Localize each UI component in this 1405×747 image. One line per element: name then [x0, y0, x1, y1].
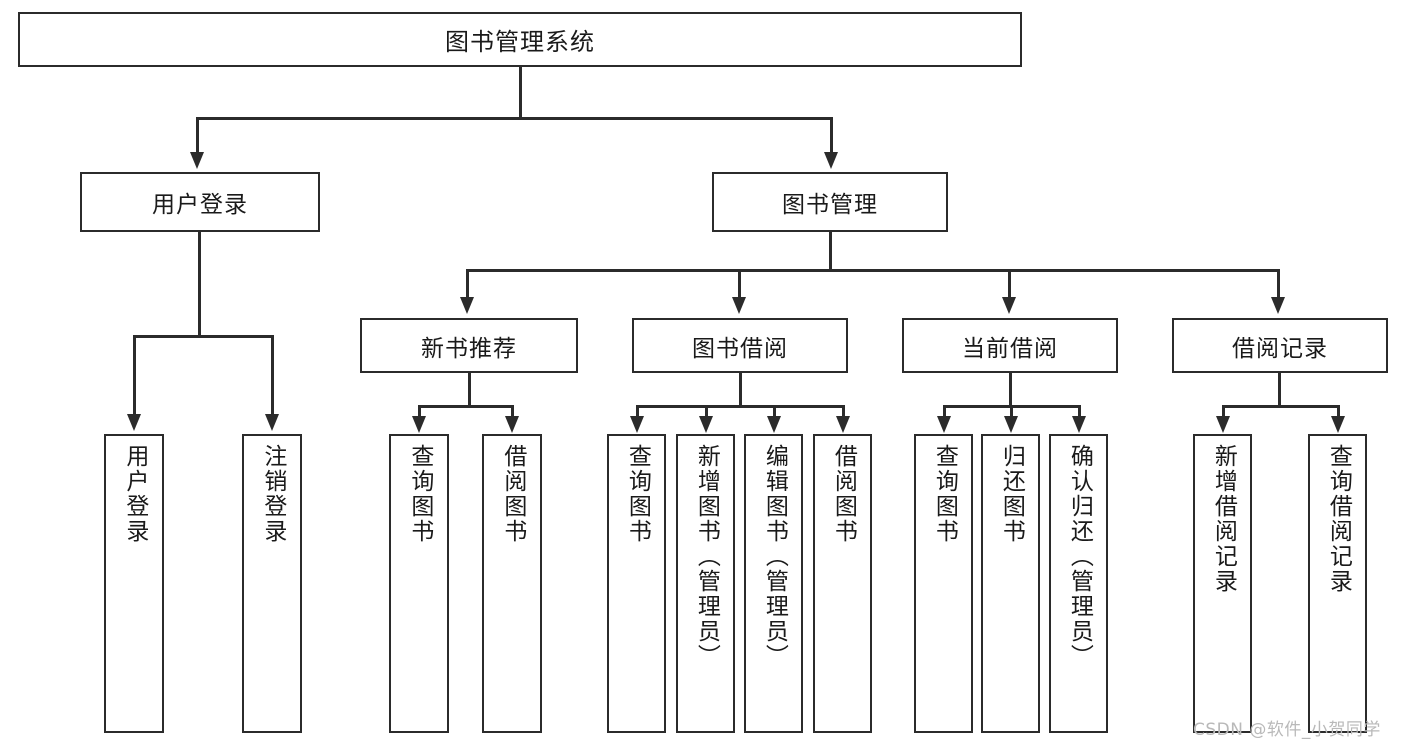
- connector-book-borrow-child-4: [842, 405, 845, 420]
- watermark: CSDN @软件_小贺同学: [1193, 720, 1381, 740]
- connector-book-borrow-stem: [739, 373, 742, 408]
- connector-to-book-borrow: [738, 269, 741, 301]
- node-label: 图书管理: [782, 192, 878, 218]
- arrowhead-leaf-add-record: [1216, 416, 1230, 433]
- connector-new-book-bus: [418, 405, 514, 408]
- connector-new-book-child-2: [511, 405, 514, 420]
- node-borrow-records[interactable]: 借阅记录: [1172, 318, 1388, 373]
- arrowhead-leaf-confirm-return: [1072, 416, 1086, 433]
- arrowhead-leaf-return-book: [1004, 416, 1018, 433]
- arrowhead-new-book-recommend: [460, 297, 474, 314]
- connector-to-user-login: [196, 117, 199, 155]
- connector-user-login-child-2: [271, 335, 274, 418]
- leaf-label: 查询图书: [624, 444, 651, 544]
- leaf-label: 查询借阅记录: [1325, 444, 1352, 594]
- leaf-borrow-book-new[interactable]: 借阅图书: [482, 434, 542, 733]
- node-book-management-system[interactable]: 图书管理系统: [18, 12, 1022, 67]
- leaf-user-login[interactable]: 用户登录: [104, 434, 164, 733]
- leaf-label: 新增借阅记录: [1210, 444, 1237, 594]
- arrowhead-leaf-logout: [265, 414, 279, 431]
- arrowhead-leaf-query-book-3: [937, 416, 951, 433]
- node-label: 图书管理系统: [445, 28, 595, 56]
- leaf-add-book-admin[interactable]: 新增图书（管理员）: [676, 434, 735, 733]
- node-book-borrow[interactable]: 图书借阅: [632, 318, 848, 373]
- connector-book-borrow-child-3: [773, 405, 776, 420]
- connector-to-current-borrow: [1008, 269, 1011, 301]
- arrowhead-book-borrow: [732, 297, 746, 314]
- leaf-label: 确认归还（管理员）: [1066, 444, 1093, 669]
- node-book-management[interactable]: 图书管理: [712, 172, 948, 232]
- connector-root-stem: [519, 67, 522, 117]
- node-label: 当前借阅: [962, 335, 1058, 362]
- connector-borrow-records-child-2: [1337, 405, 1340, 420]
- leaf-borrow-book[interactable]: 借阅图书: [813, 434, 872, 733]
- connector-book-borrow-child-1: [636, 405, 639, 420]
- arrowhead-leaf-user-login: [127, 414, 141, 431]
- connector-current-borrow-child-3: [1078, 405, 1081, 420]
- connector-current-borrow-child-2: [1010, 405, 1013, 420]
- leaf-label: 查询图书: [406, 444, 433, 544]
- connector-current-borrow-child-1: [943, 405, 946, 420]
- leaf-query-book-current[interactable]: 查询图书: [914, 434, 973, 733]
- leaf-add-borrow-record[interactable]: 新增借阅记录: [1193, 434, 1252, 733]
- arrowhead-leaf-add-book: [699, 416, 713, 433]
- leaf-label: 用户登录: [121, 444, 148, 544]
- connector-borrow-records-bus: [1222, 405, 1340, 408]
- node-current-borrow[interactable]: 当前借阅: [902, 318, 1118, 373]
- leaf-logout[interactable]: 注销登录: [242, 434, 302, 733]
- connector-to-book-management: [830, 117, 833, 155]
- arrowhead-leaf-edit-book: [767, 416, 781, 433]
- connector-book-borrow-bus: [636, 405, 844, 408]
- leaf-edit-book-admin[interactable]: 编辑图书（管理员）: [744, 434, 803, 733]
- leaf-label: 编辑图书（管理员）: [761, 444, 788, 669]
- node-label: 用户登录: [152, 192, 248, 218]
- leaf-label: 归还图书: [998, 444, 1025, 544]
- node-user-login[interactable]: 用户登录: [80, 172, 320, 232]
- connector-borrow-records-child-1: [1222, 405, 1225, 420]
- leaf-label: 查询图书: [931, 444, 958, 544]
- connector-to-new-book-recommend: [466, 269, 469, 301]
- connector-new-book-child-1: [418, 405, 421, 420]
- connector-to-borrow-records: [1277, 269, 1280, 301]
- connector-current-borrow-stem: [1009, 373, 1012, 408]
- connector-book-management-stem: [829, 232, 832, 272]
- node-label: 图书借阅: [692, 335, 788, 362]
- connector-level2-bus: [466, 269, 1280, 272]
- connector-book-borrow-child-2: [705, 405, 708, 420]
- connector-level1-bus: [196, 117, 833, 120]
- leaf-label: 新增图书（管理员）: [693, 444, 720, 669]
- leaf-label: 借阅图书: [830, 444, 857, 544]
- connector-user-login-child-1: [133, 335, 136, 418]
- arrowhead-user-login: [190, 152, 204, 169]
- leaf-query-book-borrow[interactable]: 查询图书: [607, 434, 666, 733]
- arrowhead-leaf-borrow-book-2: [836, 416, 850, 433]
- connector-borrow-records-stem: [1278, 373, 1281, 408]
- arrowhead-book-management: [824, 152, 838, 169]
- node-label: 借阅记录: [1232, 335, 1328, 362]
- leaf-return-book[interactable]: 归还图书: [981, 434, 1040, 733]
- arrowhead-leaf-query-record: [1331, 416, 1345, 433]
- leaf-label: 借阅图书: [499, 444, 526, 544]
- connector-user-login-stem: [198, 232, 201, 335]
- arrowhead-leaf-query-book-1: [412, 416, 426, 433]
- arrowhead-borrow-records: [1271, 297, 1285, 314]
- node-label: 新书推荐: [421, 335, 517, 362]
- leaf-confirm-return-admin[interactable]: 确认归还（管理员）: [1049, 434, 1108, 733]
- node-new-book-recommend[interactable]: 新书推荐: [360, 318, 578, 373]
- arrowhead-leaf-query-book-2: [630, 416, 644, 433]
- connector-new-book-stem: [468, 373, 471, 408]
- connector-user-login-bus: [133, 335, 274, 338]
- arrowhead-leaf-borrow-book-1: [505, 416, 519, 433]
- leaf-label: 注销登录: [259, 444, 286, 544]
- arrowhead-current-borrow: [1002, 297, 1016, 314]
- leaf-query-book-new[interactable]: 查询图书: [389, 434, 449, 733]
- leaf-query-borrow-record[interactable]: 查询借阅记录: [1308, 434, 1367, 733]
